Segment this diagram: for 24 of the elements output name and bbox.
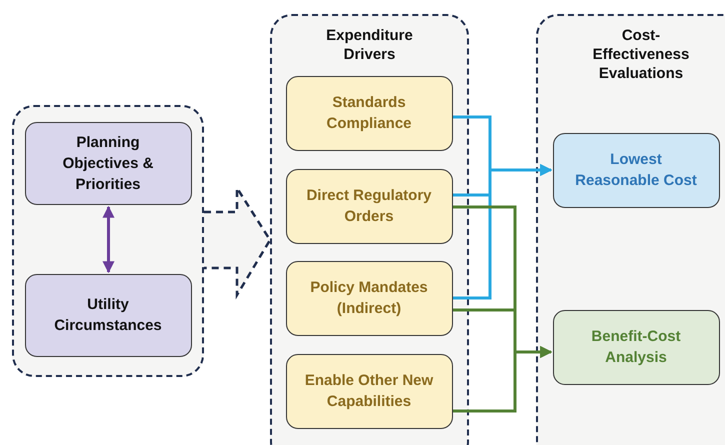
group-heading: Cost-Effectiveness Evaluations — [592, 26, 690, 83]
box-label: Enable Other New Capabilities — [304, 371, 434, 412]
process-box — [552, 310, 720, 384]
box-label: Utility Circumstances — [53, 295, 163, 336]
process-box — [286, 76, 452, 150]
box-label: Direct Regulatory Orders — [305, 186, 433, 227]
process-box — [552, 132, 720, 208]
dashed-group-panel — [536, 14, 725, 445]
process-box — [286, 168, 452, 244]
connector-arrow — [453, 164, 552, 300]
process-box — [286, 260, 452, 336]
connector-arrow — [453, 346, 552, 412]
box-label: Standards Compliance — [325, 93, 413, 134]
process-box — [24, 122, 192, 204]
process-box — [24, 274, 192, 356]
box-label: Policy Mandates (Indirect) — [309, 278, 429, 319]
box-label: Benefit-Cost Analysis — [590, 327, 682, 368]
dashed-group-panel — [270, 14, 469, 445]
connector-arrow — [102, 206, 114, 274]
process-box — [286, 354, 452, 428]
group-heading: Expenditure Drivers — [325, 26, 414, 64]
box-label: Planning Objectives & Priorities — [62, 132, 154, 194]
box-label: Lowest Reasonable Cost — [574, 150, 698, 191]
dashed-group-panel — [12, 105, 204, 377]
